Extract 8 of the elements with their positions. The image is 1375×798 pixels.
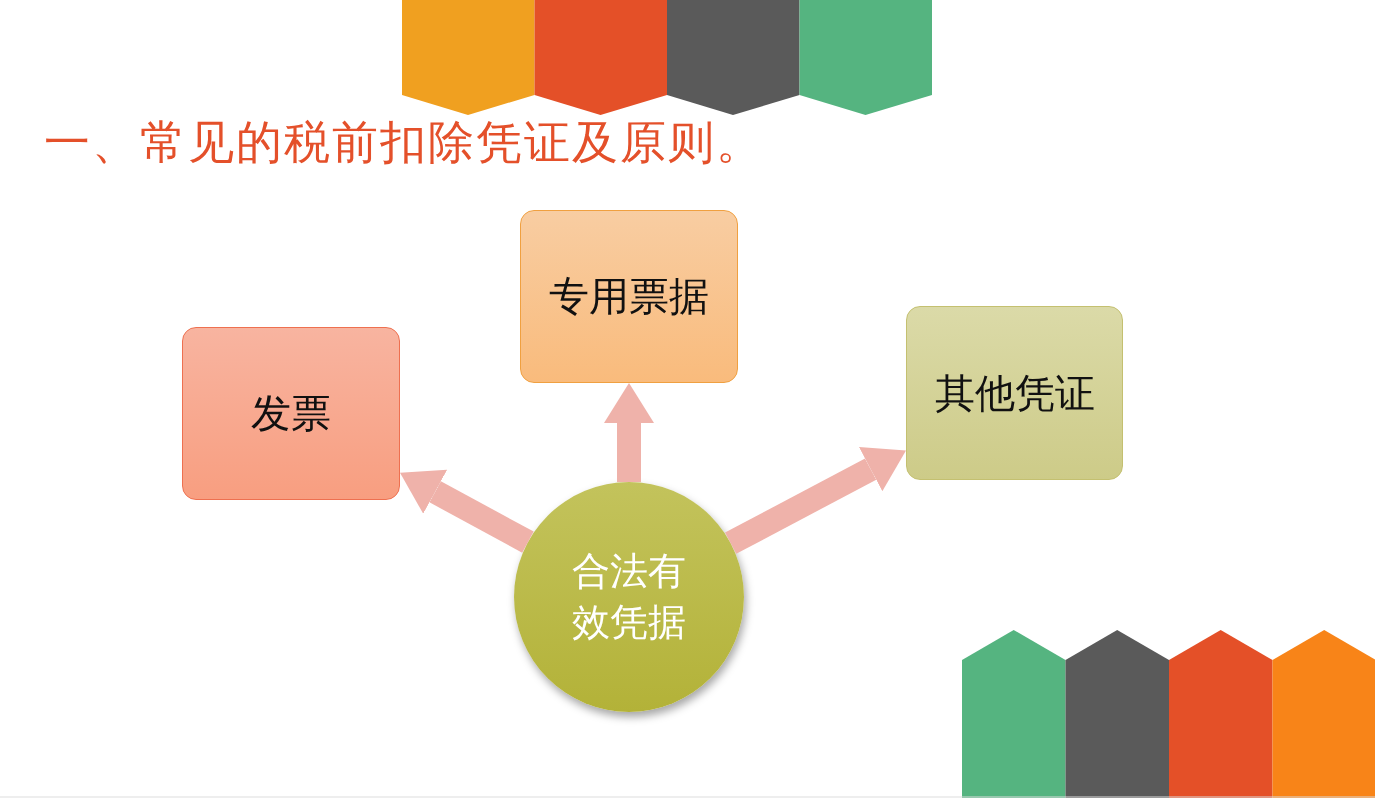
arrow	[725, 447, 906, 554]
center-circle: 合法有效凭据	[514, 482, 744, 712]
category-box: 专用票据	[520, 210, 738, 383]
slide-title: 一、常见的税前扣除凭证及原则。	[44, 114, 764, 171]
arrow	[400, 469, 534, 553]
category-box: 其他凭证	[906, 306, 1123, 480]
arrow	[604, 383, 654, 482]
category-box: 发票	[182, 327, 400, 500]
